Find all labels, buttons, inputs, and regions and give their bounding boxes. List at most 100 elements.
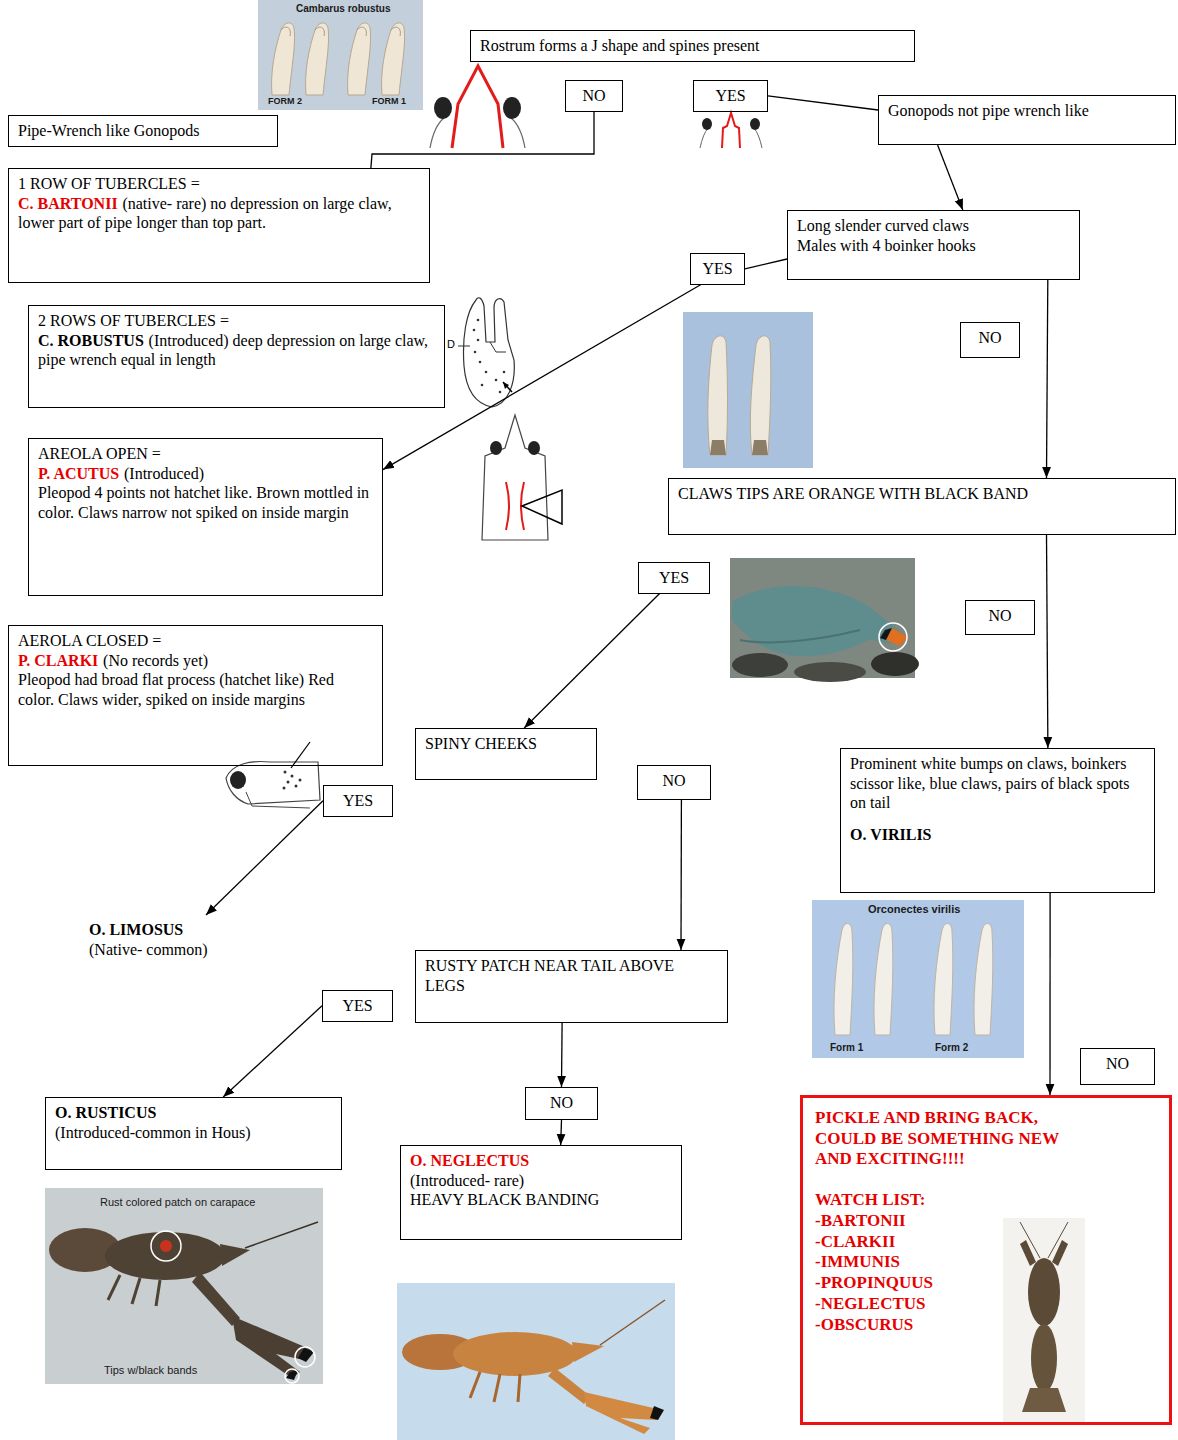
picture-part bbox=[650, 1406, 664, 1420]
flow-arrow bbox=[768, 96, 878, 110]
species-box: O. RUSTICUS(Introduced-common in Hous) bbox=[45, 1097, 342, 1170]
flow-arrow bbox=[561, 1023, 563, 1087]
node-text: Males with 4 boinker hooks bbox=[797, 236, 1070, 256]
picture-part bbox=[474, 351, 477, 354]
node-text: O. LIMOSUS bbox=[89, 920, 251, 940]
picture-part bbox=[458, 346, 470, 347]
question-box: Rostrum forms a J shape and spines prese… bbox=[470, 30, 915, 62]
node-text: (Introduced- rare) bbox=[410, 1171, 672, 1191]
picture-part bbox=[495, 379, 498, 382]
node-text: YES bbox=[328, 791, 388, 811]
picture-part bbox=[479, 361, 482, 364]
picture-part bbox=[464, 298, 515, 407]
node-text: SPINY CHEEKS bbox=[425, 734, 587, 754]
picture-part bbox=[272, 23, 295, 95]
picture-part bbox=[528, 441, 540, 455]
picture-part bbox=[754, 128, 762, 148]
picture-part bbox=[750, 336, 770, 455]
picture-part bbox=[710, 440, 726, 455]
node-text: NO bbox=[1085, 1054, 1150, 1074]
node-text: Prominent white bumps on claws, boinkers… bbox=[850, 754, 1145, 813]
node-text: NO bbox=[642, 771, 706, 791]
picture-part bbox=[750, 118, 760, 130]
picture-part bbox=[287, 781, 290, 784]
question-box: CLAWS TIPS ARE ORANGE WITH BLACK BAND bbox=[668, 478, 1176, 535]
picture-part bbox=[548, 1368, 590, 1404]
picture-part bbox=[732, 586, 906, 656]
picture-part bbox=[490, 342, 506, 352]
picture-part bbox=[503, 97, 521, 119]
node-text: O. RUSTICUS bbox=[55, 1103, 332, 1123]
answer-box: NO bbox=[965, 600, 1035, 635]
node-text: 1 ROW OF TUBERCLES = bbox=[18, 174, 420, 194]
picture-part bbox=[105, 1232, 225, 1280]
picture-part bbox=[291, 742, 310, 768]
photo-caption: D bbox=[447, 338, 455, 350]
picture-part bbox=[230, 771, 246, 789]
process-box: Gonopods not pipe wrench like bbox=[878, 95, 1176, 145]
node-text: WATCH LIST: bbox=[815, 1190, 1157, 1211]
node-text: (No records yet) bbox=[103, 652, 208, 669]
picture-part bbox=[874, 923, 893, 1035]
node-text: NO bbox=[530, 1093, 593, 1113]
picture-part bbox=[45, 1188, 323, 1384]
answer-box: NO bbox=[565, 80, 623, 112]
picture-part bbox=[382, 23, 405, 95]
picture-part bbox=[430, 118, 444, 148]
picture-part bbox=[470, 1372, 480, 1398]
picture-part bbox=[708, 336, 728, 455]
picture-part bbox=[1052, 1240, 1068, 1266]
picture-part bbox=[286, 1370, 298, 1380]
claw-drawing bbox=[458, 298, 514, 407]
picture-part bbox=[285, 1369, 299, 1383]
photo-caption: Form 1 bbox=[830, 1042, 863, 1053]
picture-part bbox=[503, 382, 509, 389]
species-box: 1 ROW OF TUBERCLES =C. BARTONII(native- … bbox=[8, 168, 430, 283]
picture-part bbox=[518, 1374, 520, 1402]
picture-part bbox=[156, 1280, 160, 1306]
node-text: C. ROBUSTUS bbox=[38, 332, 144, 349]
picture-part bbox=[232, 1316, 312, 1378]
species-box: Prominent white bumps on claws, boinkers… bbox=[840, 748, 1155, 893]
picture-part bbox=[108, 1275, 120, 1300]
answer-box: YES bbox=[638, 562, 710, 594]
picture-part bbox=[473, 329, 476, 332]
picture-part bbox=[732, 653, 788, 677]
node-text: -CLARKII bbox=[815, 1232, 1157, 1253]
node-text: P. CLARKI bbox=[18, 652, 98, 669]
answer-box: YES bbox=[322, 990, 393, 1022]
node-text: Rostrum forms a J shape and spines prese… bbox=[480, 36, 905, 56]
picture-part bbox=[494, 1374, 500, 1402]
flow-arrow bbox=[560, 1120, 562, 1145]
answer-box: YES bbox=[323, 785, 393, 817]
node-text: Gonopods not pipe wrench like bbox=[888, 101, 1166, 121]
node-text: AEROLA CLOSED = bbox=[18, 631, 373, 651]
picture-part bbox=[245, 1222, 318, 1248]
picture-part bbox=[879, 623, 907, 651]
picture-part bbox=[522, 490, 562, 524]
node-text: -PROPINQUUS bbox=[815, 1273, 1157, 1294]
node-text: -IMMUNIS bbox=[815, 1252, 1157, 1273]
node-text: O. NEGLECTUS bbox=[410, 1151, 672, 1171]
flow-arrow bbox=[938, 145, 963, 210]
picture-part bbox=[700, 128, 708, 148]
node-text: YES bbox=[695, 259, 740, 279]
species-box: AEROLA CLOSED =P. CLARKI (No records yet)… bbox=[8, 625, 383, 766]
rostrum-drawing bbox=[430, 66, 525, 148]
node-text: YES bbox=[643, 568, 705, 588]
node-text: YES bbox=[327, 996, 388, 1016]
gonopod-photo bbox=[258, 0, 423, 110]
answer-box: NO bbox=[525, 1087, 598, 1120]
picture-part bbox=[600, 1300, 665, 1345]
answer-box: NO bbox=[1080, 1048, 1155, 1085]
photo-caption: FORM 2 bbox=[268, 97, 302, 107]
claw-photo bbox=[730, 558, 919, 682]
picture-part bbox=[246, 792, 310, 808]
flow-arrow bbox=[223, 1006, 322, 1097]
node-text: (Introduced-common in Hous) bbox=[55, 1123, 332, 1143]
picture-part bbox=[752, 440, 768, 455]
flow-arrow bbox=[206, 801, 323, 915]
photo-caption: FORM 1 bbox=[372, 97, 406, 107]
node-text: HEAVY BLACK BANDING bbox=[410, 1190, 672, 1210]
